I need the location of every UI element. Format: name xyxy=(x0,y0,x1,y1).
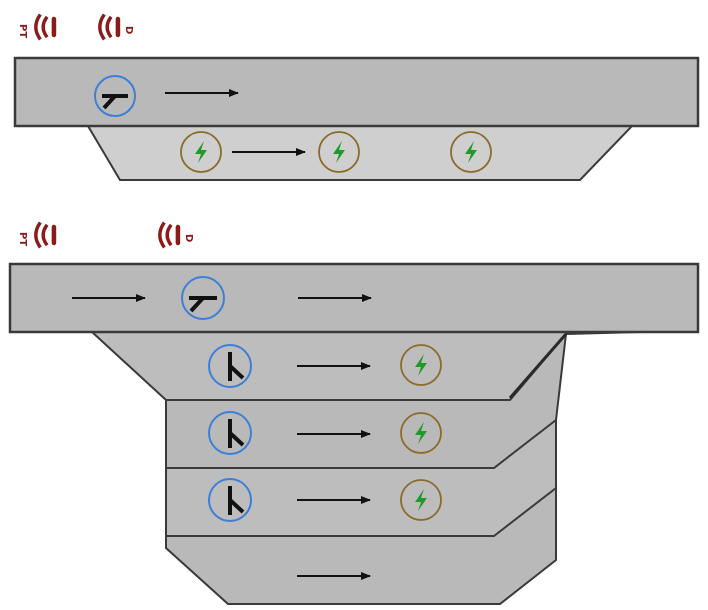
lightning-icon xyxy=(400,412,442,454)
signal-d: D xyxy=(158,220,194,250)
lightning-icon xyxy=(400,344,442,386)
radio-signal-icon xyxy=(158,220,182,250)
tier-edge xyxy=(508,333,568,399)
signal-label: PT xyxy=(17,232,28,246)
top-diagram: PT D xyxy=(13,12,700,181)
breaker-icon xyxy=(208,344,252,388)
lightning-icon xyxy=(318,131,360,173)
signal-d: D xyxy=(98,12,134,42)
main-bar xyxy=(13,56,700,128)
signal-label: PT xyxy=(17,24,28,38)
radio-signal-icon xyxy=(98,12,122,42)
lightning-icon xyxy=(180,131,222,173)
radio-signal-icon xyxy=(33,12,59,42)
breaker-icon xyxy=(208,478,252,522)
signal-pt: PT xyxy=(17,220,59,250)
lightning-icon xyxy=(450,131,492,173)
lightning-icon xyxy=(400,479,442,521)
bottom-diagram: PT D xyxy=(8,220,700,605)
radio-signal-icon xyxy=(33,220,59,250)
signal-label: D xyxy=(123,26,134,34)
signal-pt: PT xyxy=(17,12,59,42)
signal-label: D xyxy=(183,234,194,242)
breaker-icon xyxy=(94,75,136,117)
breaker-icon xyxy=(181,276,225,320)
sub-bar xyxy=(86,125,635,181)
breaker-icon xyxy=(208,411,252,455)
